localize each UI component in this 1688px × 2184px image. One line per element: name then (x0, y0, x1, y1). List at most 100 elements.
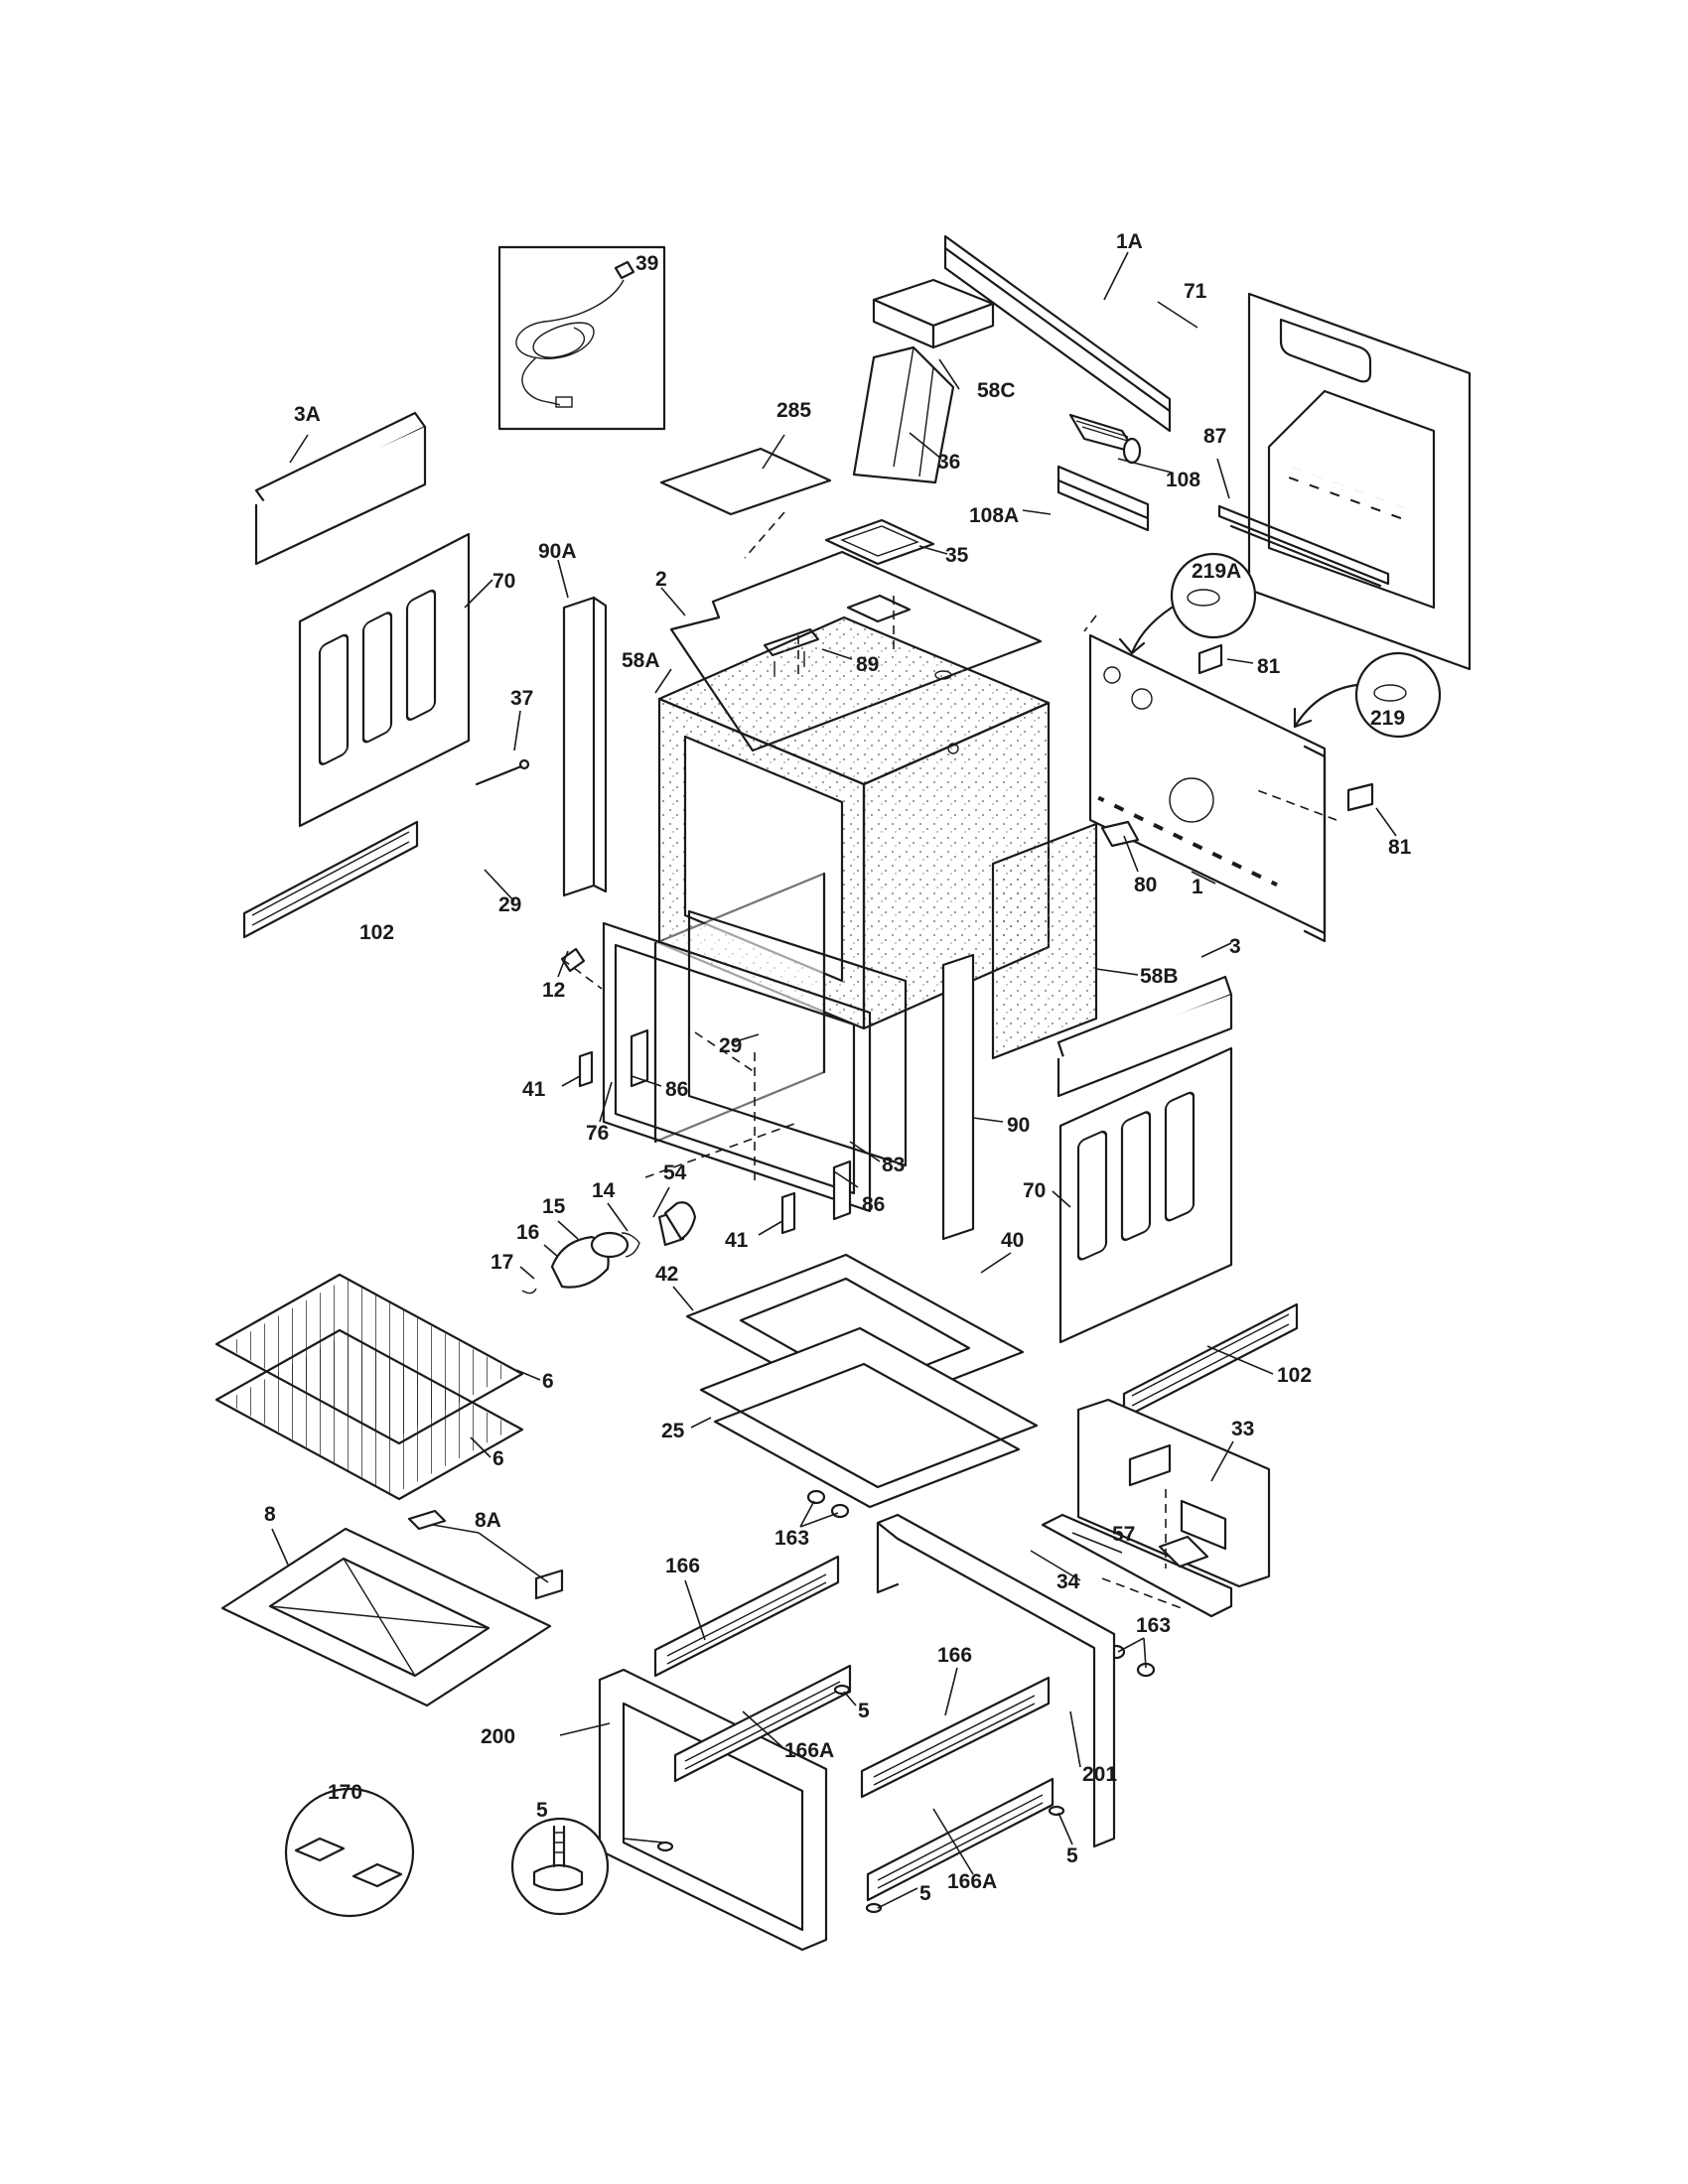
part-1A-rail (943, 234, 1172, 433)
label-42: 42 (655, 1263, 678, 1286)
label-37: 37 (510, 687, 533, 710)
label-6-top: 6 (542, 1370, 554, 1393)
label-76: 76 (586, 1122, 609, 1145)
label-163-left: 163 (774, 1527, 809, 1550)
label-170: 170 (328, 1781, 362, 1804)
label-71: 71 (1184, 280, 1207, 303)
part-108A-bracket (1056, 465, 1150, 532)
bottom-pan-assembly (685, 1253, 1039, 1509)
label-15: 15 (542, 1195, 566, 1218)
part-90A-strip (562, 596, 608, 897)
label-86-top: 86 (665, 1078, 688, 1101)
label-3A: 3A (294, 403, 321, 426)
power-cord-inset (497, 245, 666, 431)
label-5-b: 5 (536, 1799, 548, 1822)
label-166-right: 166 (937, 1644, 972, 1667)
label-41-bottom: 41 (725, 1229, 749, 1252)
part-90-strip (941, 953, 975, 1241)
part-102-left-rail (242, 820, 419, 939)
part-labels: 39 1A 58C 71 3A 285 36 108 87 108A 35 70… (264, 230, 1412, 1905)
label-5-c: 5 (1066, 1844, 1078, 1867)
part-8A-clips (407, 1509, 564, 1600)
part-35-gasket (824, 518, 935, 566)
part-37-probe (475, 758, 530, 786)
part-219-callout (1293, 651, 1442, 739)
label-29-top: 29 (498, 893, 521, 916)
part-58C-block (872, 278, 995, 349)
part-70-left-panel (298, 532, 471, 828)
label-6-bottom: 6 (492, 1447, 504, 1470)
label-200: 200 (481, 1725, 515, 1748)
label-8A: 8A (475, 1509, 501, 1532)
part-3A-rail (254, 411, 427, 566)
label-58A: 58A (622, 649, 660, 672)
label-87: 87 (1203, 425, 1226, 448)
label-39: 39 (635, 252, 658, 275)
label-1A: 1A (1116, 230, 1143, 253)
leader-lines (271, 251, 1397, 1909)
label-36: 36 (937, 451, 960, 474)
part-1-back-panel (1088, 633, 1327, 943)
label-70-left: 70 (492, 570, 515, 593)
label-102-left: 102 (359, 921, 394, 944)
label-102-right: 102 (1277, 1364, 1312, 1387)
part-70-right-panel (1058, 1046, 1233, 1344)
label-3: 3 (1229, 935, 1241, 958)
label-163-right: 163 (1136, 1614, 1171, 1637)
label-57: 57 (1112, 1523, 1135, 1546)
label-83: 83 (882, 1154, 905, 1176)
label-12: 12 (542, 979, 565, 1002)
label-70-right: 70 (1023, 1179, 1046, 1202)
label-166A-right: 166A (947, 1870, 997, 1893)
part-5-feet (510, 1684, 1065, 1916)
part-8-broil-pan (220, 1527, 552, 1707)
label-201: 201 (1082, 1763, 1117, 1786)
part-201-frame (876, 1513, 1116, 1848)
label-166A-left: 166A (784, 1739, 834, 1762)
label-219A: 219A (1192, 560, 1241, 583)
part-108-fan (1068, 413, 1142, 465)
light-assembly (521, 947, 697, 1295)
label-25: 25 (661, 1420, 685, 1442)
label-89: 89 (856, 653, 879, 676)
label-41-top: 41 (522, 1078, 546, 1101)
label-8: 8 (264, 1503, 276, 1526)
label-17: 17 (491, 1251, 513, 1274)
label-58C: 58C (977, 379, 1016, 402)
part-33-panel (1076, 1398, 1271, 1588)
hinge-brackets (578, 1028, 852, 1235)
label-90A: 90A (538, 540, 577, 563)
part-285-cover (659, 447, 832, 516)
label-5-a: 5 (858, 1700, 870, 1722)
label-108A: 108A (969, 504, 1019, 527)
label-14: 14 (592, 1179, 616, 1202)
part-6-racks (214, 1273, 524, 1501)
label-35: 35 (945, 544, 969, 567)
part-219A-callout (1118, 552, 1257, 655)
label-81-right: 81 (1388, 836, 1412, 859)
label-166-left: 166 (665, 1555, 700, 1577)
label-33: 33 (1231, 1418, 1254, 1440)
part-166-rails (653, 1555, 1051, 1799)
part-102-right-rail (1122, 1302, 1299, 1420)
part-57-bracket (1158, 1535, 1209, 1569)
label-34: 34 (1056, 1570, 1080, 1593)
part-166A-rails (673, 1664, 1055, 1902)
part-81-brackets (1197, 643, 1374, 812)
alignment-lines (561, 511, 1337, 1609)
label-90: 90 (1007, 1114, 1030, 1137)
label-29-mid: 29 (719, 1034, 742, 1057)
label-2: 2 (655, 568, 667, 591)
part-71-rear-panel (1247, 292, 1472, 671)
label-1: 1 (1192, 876, 1203, 898)
label-5-d: 5 (919, 1882, 931, 1905)
label-80: 80 (1134, 874, 1157, 896)
label-81-top: 81 (1257, 655, 1281, 678)
label-285: 285 (776, 399, 811, 422)
label-86-bottom: 86 (862, 1193, 885, 1216)
label-40: 40 (1001, 1229, 1024, 1252)
label-219: 219 (1370, 707, 1405, 730)
part-58B-insulation (991, 822, 1098, 1060)
part-3-rail (1056, 975, 1233, 1098)
